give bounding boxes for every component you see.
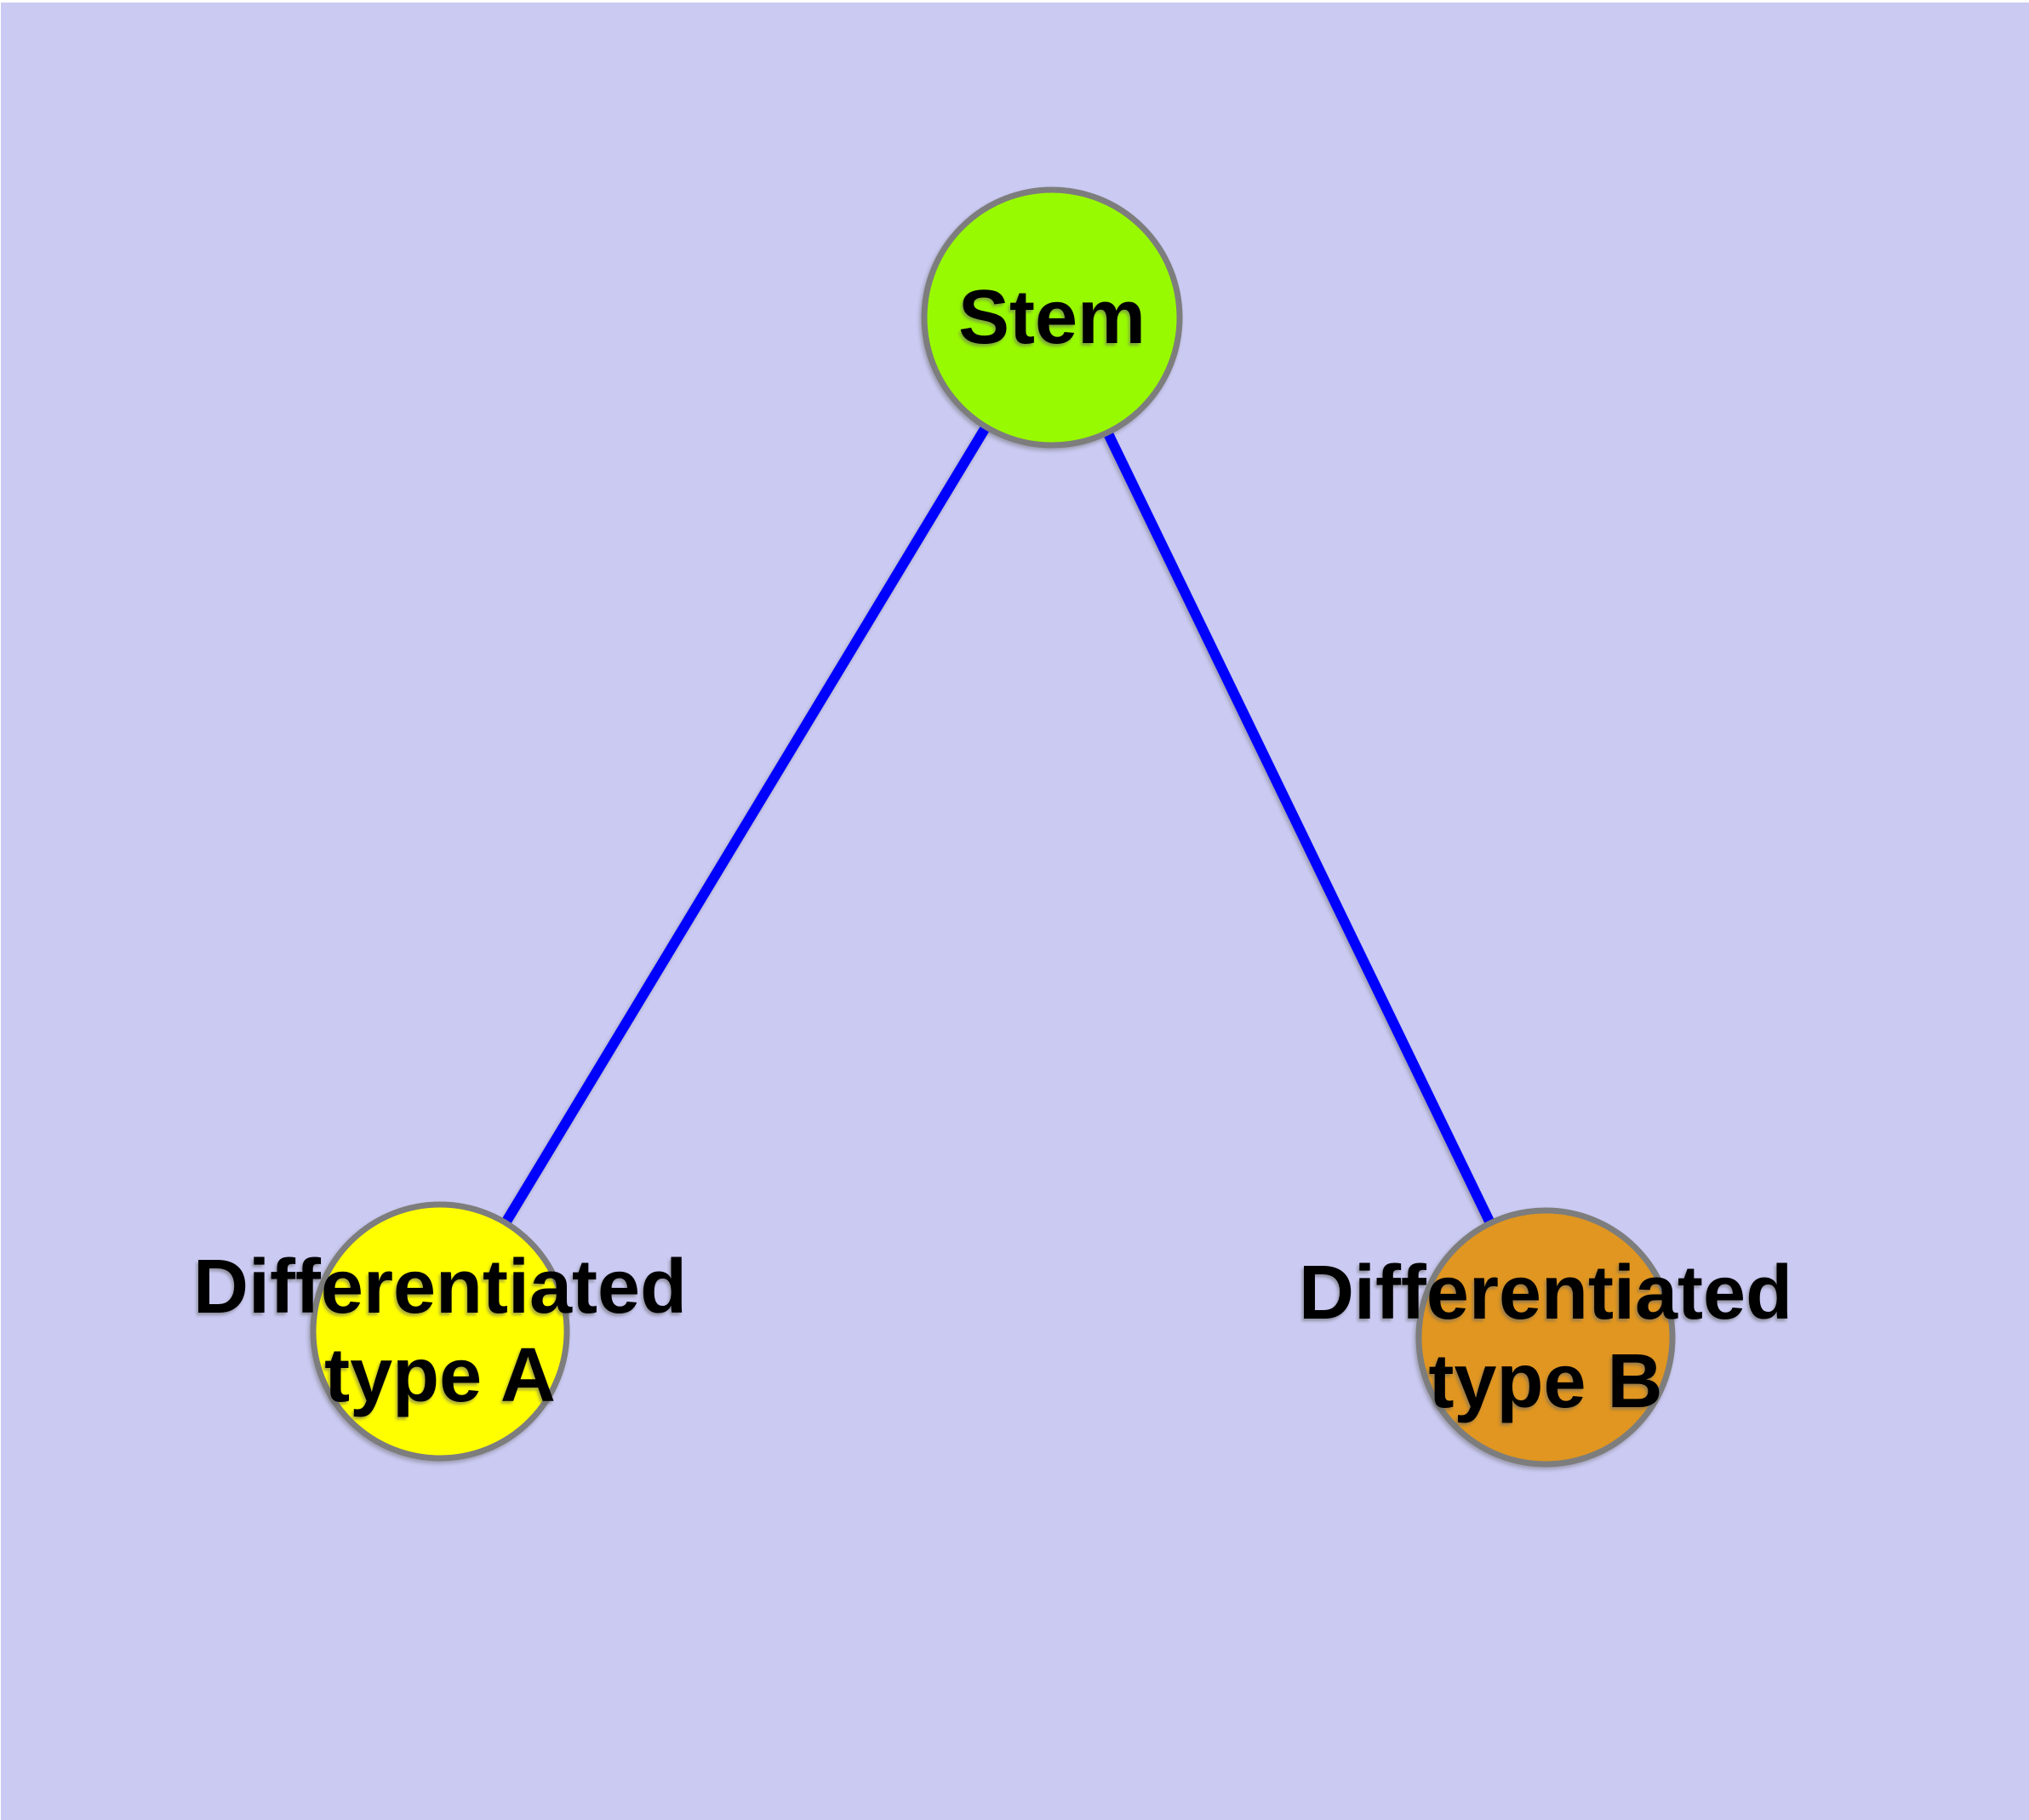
graph-node-differentiated-type-a: [310, 1201, 570, 1462]
graph-node-differentiated-type-b: [1415, 1207, 1676, 1468]
graph-edge: [1047, 315, 1551, 1340]
graph-edge: [435, 314, 1057, 1335]
graph-node-stem: [921, 186, 1183, 449]
